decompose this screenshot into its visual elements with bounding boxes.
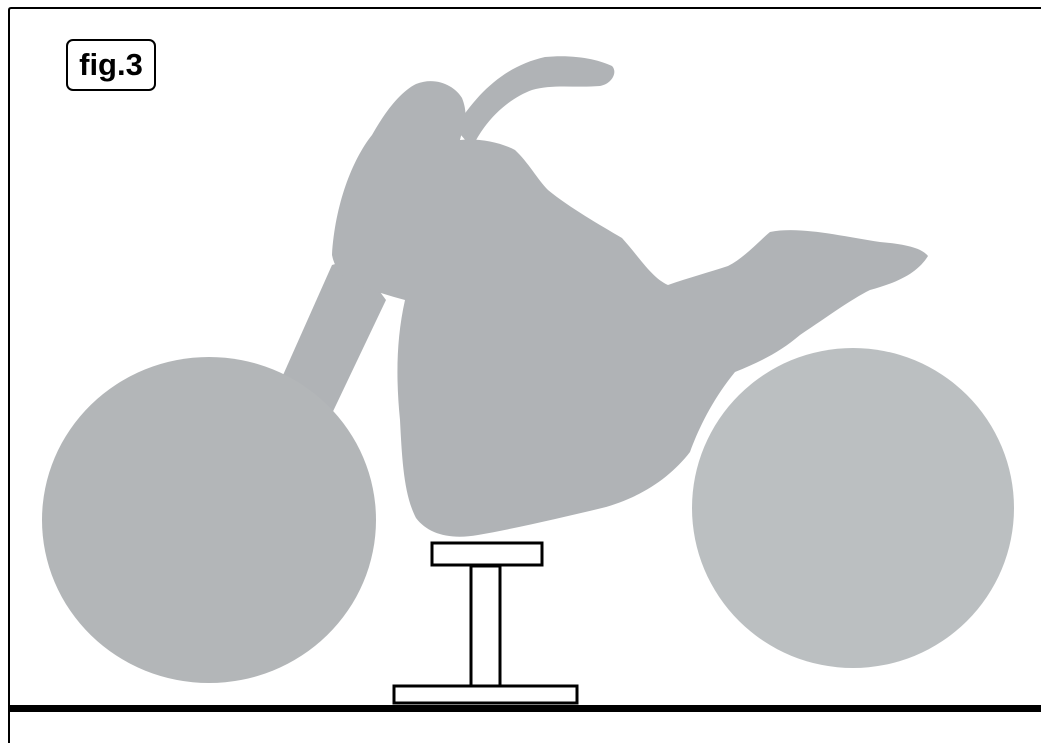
handlebar — [455, 56, 615, 148]
stand-base-plate — [392, 684, 579, 705]
ground-line — [9, 705, 1041, 712]
front-wheel — [42, 357, 376, 683]
center-stand — [392, 541, 579, 705]
motorcycle-body — [332, 81, 928, 537]
frame-border — [8, 7, 1041, 743]
figure-label: fig.3 — [66, 39, 156, 91]
stand-column — [469, 564, 502, 688]
rear-wheel — [692, 348, 1014, 668]
stand-top-plate — [430, 541, 544, 567]
